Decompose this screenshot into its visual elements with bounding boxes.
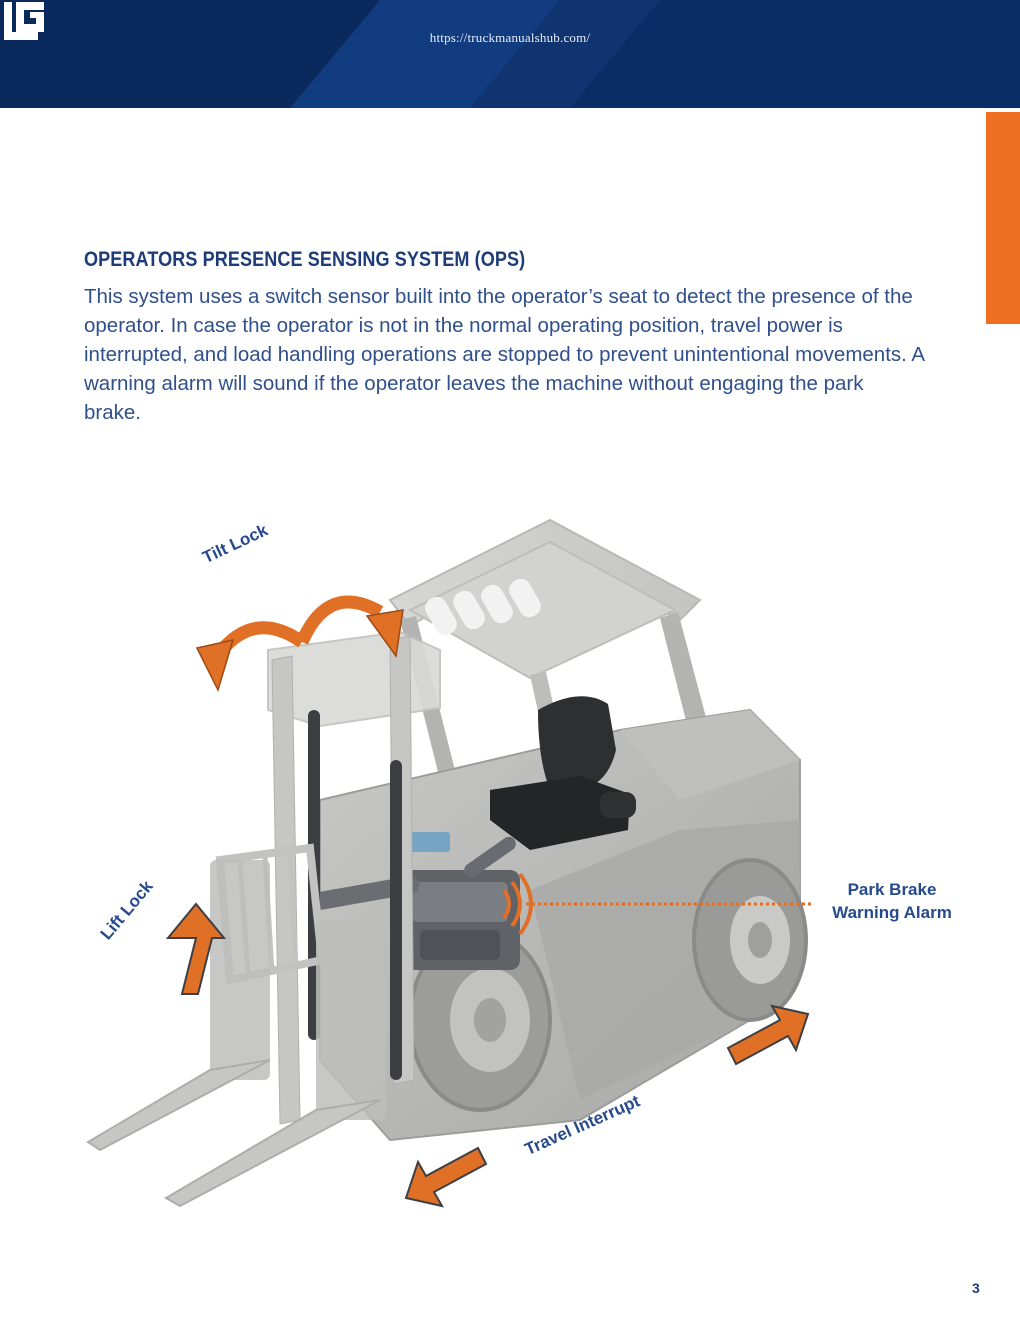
rear-wheel xyxy=(692,858,808,1022)
alarm-sound-waves-icon xyxy=(502,872,812,936)
forks xyxy=(86,1059,381,1208)
park-brake-alarm-label: Park Brake Warning Alarm xyxy=(808,878,976,924)
header-url[interactable]: https://truckmanualshub.com/ xyxy=(429,30,591,45)
forklift-illustration xyxy=(86,518,812,1208)
drivetrain-components xyxy=(310,832,520,970)
lg-monogram-icon xyxy=(4,2,44,40)
lift-arrow-icon xyxy=(165,902,227,995)
load-backrest xyxy=(210,843,386,1120)
park-brake-line2: Warning Alarm xyxy=(832,903,952,922)
travel-arrows-icon xyxy=(404,1004,810,1208)
page-header: https://truckmanualshub.com/ xyxy=(0,0,1020,108)
operator-seat xyxy=(490,696,636,850)
chapter-tab xyxy=(986,112,1020,324)
park-brake-line1: Park Brake xyxy=(847,880,937,899)
section-title: OPERATORS PRESENCE SENSING SYSTEM (OPS) xyxy=(84,248,526,271)
tilt-arrows-icon xyxy=(195,595,404,693)
header-stripes xyxy=(0,0,1020,108)
page-number: 3 xyxy=(972,1280,980,1296)
section-body: This system uses a switch sensor built i… xyxy=(84,285,924,424)
